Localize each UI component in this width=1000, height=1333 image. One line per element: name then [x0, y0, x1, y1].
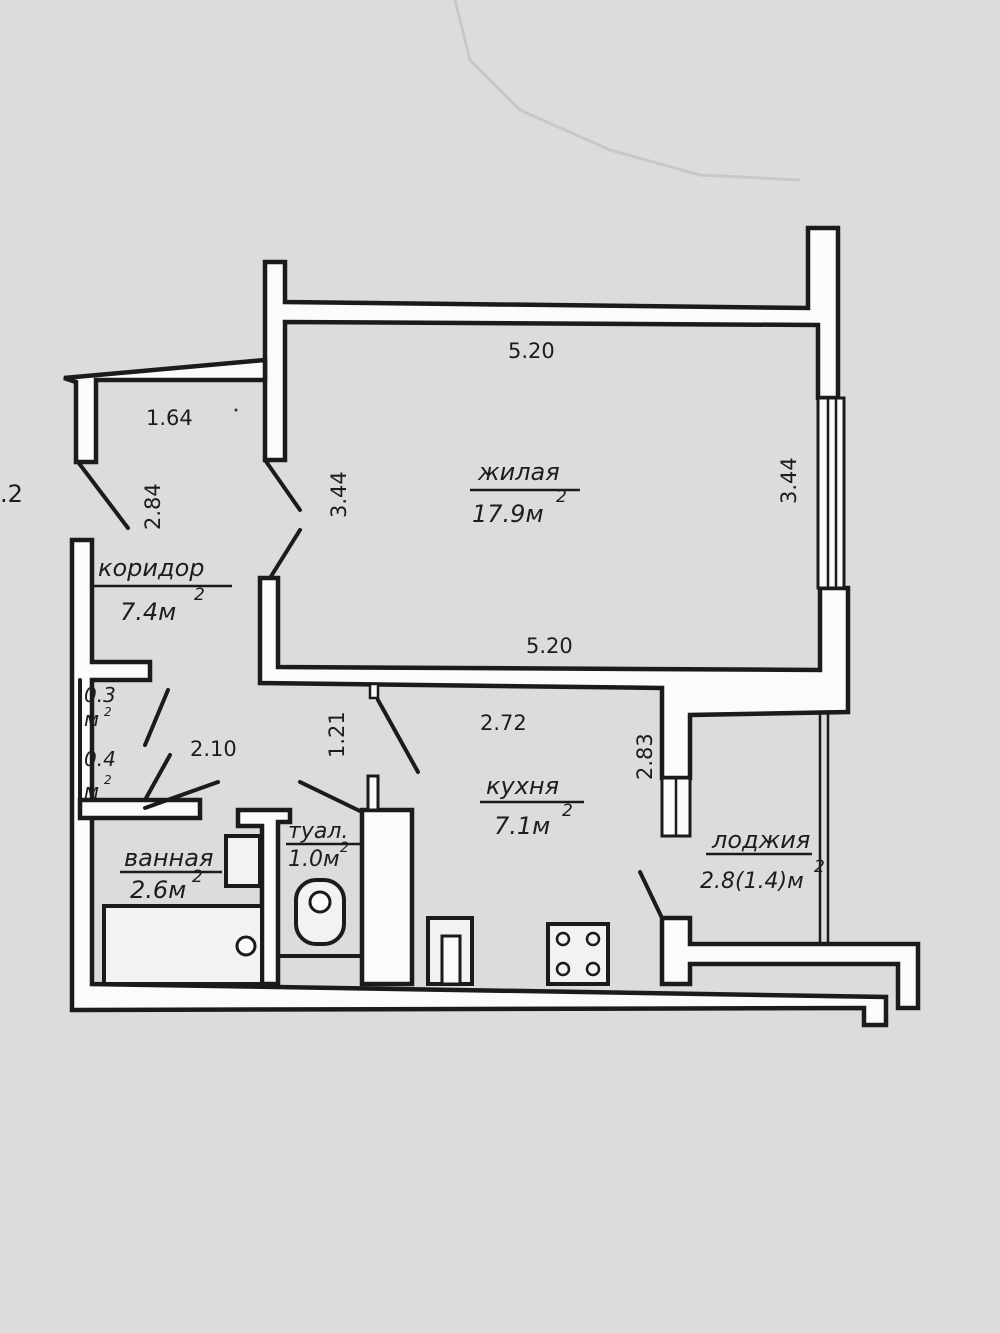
room-label-toilet: туал.: [288, 819, 348, 844]
closet-door-1: [143, 688, 170, 747]
wall-bath-toilet: [235, 807, 293, 987]
room-area-bathroom: 2.6м: [130, 876, 186, 904]
stove-burner: [555, 961, 571, 977]
bathtub: [102, 904, 264, 986]
room-area-unit-corridor: 2: [194, 585, 205, 605]
room-area-living: 17.9м: [472, 500, 544, 528]
closet-door-2: [143, 753, 172, 802]
wall-closet-shelf: [77, 797, 203, 821]
closet-2-area: 0.4: [84, 747, 116, 771]
edge-fragment: .2: [0, 480, 23, 508]
room-area-unit-toilet: 2: [340, 840, 349, 856]
bath-door: [143, 780, 220, 810]
entry-door: [76, 460, 130, 530]
wall-living-bottom: [257, 575, 851, 781]
closet-1-area: 0.3: [84, 683, 116, 707]
stove-burner: [555, 931, 571, 947]
room-label-bathroom: ванная: [124, 844, 213, 872]
room-area-corridor: 7.4м: [120, 598, 176, 626]
window-right: [816, 396, 846, 590]
dim-living-right: 3.44: [777, 457, 801, 504]
bathtub-drain: [235, 935, 257, 957]
kitchen-stove: [546, 922, 610, 986]
living-door-upper: [263, 458, 302, 512]
wall-left-exterior: [69, 537, 889, 1028]
closet-2-unit: м: [84, 779, 99, 803]
dim-entry-width: 1.64: [146, 406, 193, 430]
closet-1-unit-sup: 2: [104, 705, 112, 719]
bath-sink: [224, 834, 262, 888]
room-area-kitchen: 7.1м: [494, 812, 550, 840]
dim-living-left: 3.44: [327, 471, 351, 518]
wall-kitchen-loggia: [659, 915, 921, 1011]
closet-2-unit-sup: 2: [104, 773, 112, 787]
room-area-unit-loggia: 2: [814, 857, 825, 877]
loggia-door: [638, 870, 664, 920]
room-label-loggia: лоджия: [711, 826, 810, 854]
room-label-living: жилая: [477, 458, 560, 486]
dim-kitchen-depth: 2.83: [633, 733, 657, 780]
toilet-door: [298, 780, 364, 814]
room-area-toilet: 1.0м: [288, 847, 340, 872]
dim-entry-depth: 2.84: [141, 483, 165, 530]
wall-entry-niche: [63, 357, 268, 465]
dim-living-top: 5.20: [508, 339, 555, 363]
dim-bath-depth: 1.21: [325, 711, 349, 758]
room-area-unit-living: 2: [556, 487, 567, 507]
stove-burner: [585, 931, 601, 947]
kitchen-door: [376, 698, 420, 774]
living-door-lower: [268, 528, 302, 580]
stove-burner: [585, 961, 601, 977]
room-area-unit-bathroom: 2: [192, 867, 203, 887]
closet-1-unit: м: [84, 707, 99, 731]
room-label-kitchen: кухня: [486, 772, 559, 800]
paper-crease: [453, 0, 801, 182]
room-area-loggia: 2.8(1.4)м: [700, 869, 804, 894]
wall-toilet-kitchen: [359, 807, 415, 987]
room-label-corridor: коридор: [98, 554, 205, 582]
dim-kitchen-width: 2.72: [480, 711, 527, 735]
room-area-unit-kitchen: 2: [562, 801, 573, 821]
dim-bath-width: 2.10: [190, 737, 237, 761]
dim-living-bottom: 5.20: [526, 634, 573, 658]
